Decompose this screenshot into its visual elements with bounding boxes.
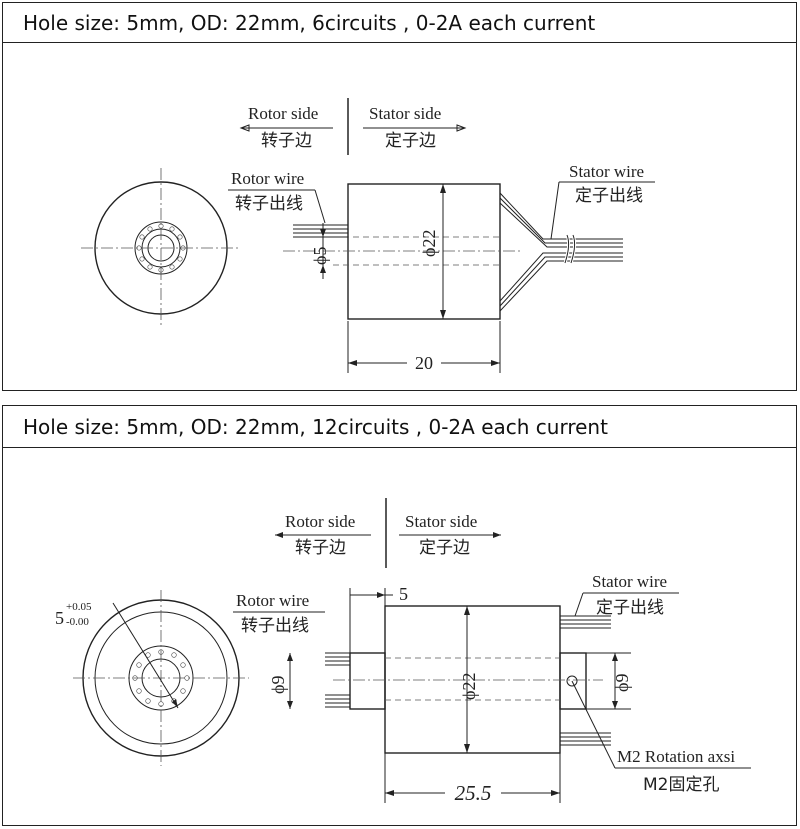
drawing-panel-12-circuits: Hole size: 5mm, OD: 22mm, 12circuits , 0… (2, 405, 797, 826)
rotor-wire-label: Rotor wire (236, 591, 309, 610)
stator-wire-label-cn: 定子出线 (596, 598, 664, 618)
length-dimension: 25.5 (455, 781, 492, 805)
rotor-side-label: Rotor side (285, 512, 355, 531)
rotor-side-label: Rotor side (248, 104, 318, 123)
step-dimension: 5 (399, 584, 408, 604)
stator-wire-label-cn: 定子出线 (575, 186, 643, 206)
length-dimension: 20 (415, 353, 433, 373)
bore-dimension: 5 (55, 608, 64, 628)
shaft-dimension-right: ϕ9 (612, 674, 632, 692)
rotor-wire-label-cn: 转子出线 (235, 194, 303, 214)
rotor-stator-labels: Rotor side 转子边 Stator side 定子边 (239, 98, 467, 155)
technical-drawing: 5 +0.05 -0.00 Rotor side 转子边 Stator side… (55, 498, 751, 805)
end-view (73, 590, 249, 766)
stator-side-label-cn: 定子边 (419, 538, 470, 558)
slip-ring-body (325, 605, 611, 754)
rotor-side-label-cn: 转子边 (295, 538, 346, 558)
stator-wire-label: Stator wire (592, 572, 667, 591)
m2-hole-label-cn: M2固定孔 (643, 775, 719, 795)
rotor-wire-label-cn: 转子出线 (241, 616, 309, 636)
stator-wire-label: Stator wire (569, 162, 644, 181)
rotor-side-label-cn: 转子边 (261, 131, 312, 151)
drawing-panel-6-circuits: Hole size: 5mm, OD: 22mm, 6circuits , 0-… (2, 2, 797, 391)
diameter-dimension: ϕ22 (419, 230, 439, 257)
m2-hole-label: M2 Rotation axsi (617, 747, 735, 766)
shaft-dimension-left: ϕ9 (268, 676, 288, 694)
stator-side-label-cn: 定子边 (385, 131, 436, 151)
stator-side-label: Stator side (369, 104, 441, 123)
panel-title: Hole size: 5mm, OD: 22mm, 6circuits , 0-… (3, 3, 796, 43)
rotor-stator-labels: Rotor side 转子边 Stator side 定子边 (275, 498, 501, 568)
bore-dimension: ϕ5 (310, 247, 330, 265)
panel-title: Hole size: 5mm, OD: 22mm, 12circuits , 0… (3, 406, 796, 448)
technical-drawing: Rotor side 转子边 Stator side 定子边 Rotor wir… (81, 98, 655, 373)
bore-tolerance-lower: -0.00 (66, 616, 89, 628)
rotor-wire-label: Rotor wire (231, 169, 304, 188)
end-view (81, 168, 241, 328)
slip-ring-body (283, 183, 623, 320)
stator-side-label: Stator side (405, 512, 477, 531)
diameter-dimension: ϕ22 (459, 673, 479, 700)
bore-tolerance-upper: +0.05 (66, 601, 92, 613)
